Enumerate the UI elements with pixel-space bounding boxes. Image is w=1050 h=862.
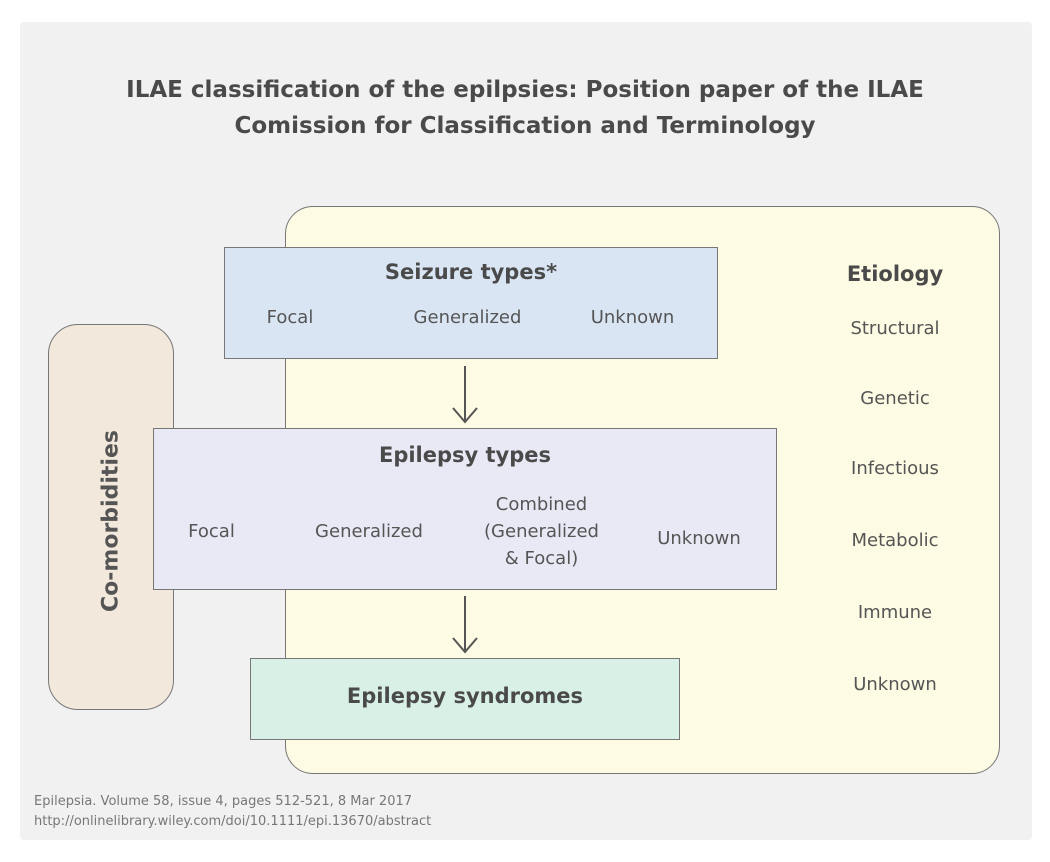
etiology-title: Etiology (846, 262, 944, 286)
etiology-item-immune: Immune (857, 602, 933, 623)
title-line-2: Comission for Classification and Termino… (234, 113, 816, 139)
arrow-seizure-to-epilepsy (452, 366, 478, 424)
epilepsy-types-title: Epilepsy types (378, 443, 552, 467)
arrow-epilepsy-to-syndromes (452, 596, 478, 654)
etiology-item-unknown: Unknown (853, 674, 937, 695)
epilepsy-type-combined: Combined (Generalized & Focal) (484, 494, 599, 569)
source-citation: Epilepsia. Volume 58, issue 4, pages 512… (34, 794, 413, 809)
seizure-types-title: Seizure types* (384, 260, 558, 284)
title-line-1: ILAE classification of the epilpsies: Po… (126, 77, 924, 103)
epilepsy-type-unknown: Unknown (657, 528, 741, 549)
epilepsy-syndromes-box: Epilepsy syndromes (250, 658, 680, 740)
etiology-item-genetic: Genetic (860, 388, 930, 409)
seizure-type-focal: Focal (266, 307, 314, 328)
seizure-type-generalized: Generalized (413, 307, 522, 328)
diagram-title: ILAE classification of the epilpsies: Po… (0, 72, 1050, 144)
source-url: http://onlinelibrary.wiley.com/doi/10.11… (34, 814, 432, 829)
seizure-types-box: Seizure types* Focal Generalized Unknown (224, 247, 718, 359)
etiology-item-structural: Structural (850, 318, 940, 339)
epilepsy-type-generalized: Generalized (315, 521, 423, 542)
etiology-item-metabolic: Metabolic (851, 530, 939, 551)
epilepsy-syndromes-title: Epilepsy syndromes (346, 684, 584, 708)
etiology-item-infectious: Infectious (851, 458, 939, 479)
epilepsy-types-box: Epilepsy types Focal Generalized Combine… (153, 428, 777, 590)
comorbidities-label: Co-morbidities (98, 430, 124, 612)
epilepsy-type-focal: Focal (188, 521, 235, 542)
seizure-type-unknown: Unknown (590, 307, 675, 328)
